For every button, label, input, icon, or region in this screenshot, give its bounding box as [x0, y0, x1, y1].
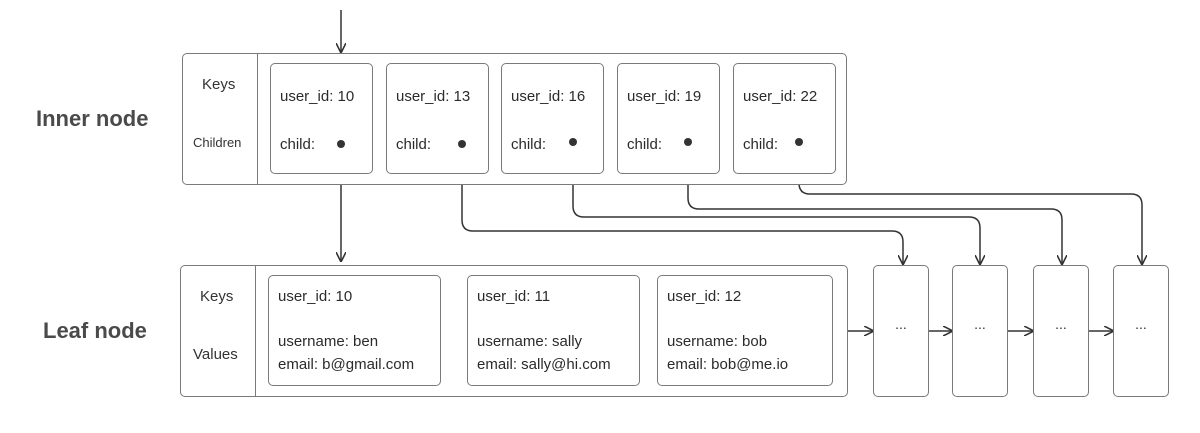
child-pointer-label: child: — [280, 136, 316, 153]
inner-key: user_id: 10 — [280, 88, 355, 105]
sibling-leaf: ... — [1113, 265, 1169, 397]
inner-key-cell: user_id: 13 child: — [386, 63, 489, 174]
leaf-record-key: user_id: 12 — [667, 288, 742, 305]
sibling-leaf-ellipsis: ... — [1055, 316, 1067, 332]
inner-node-divider — [257, 54, 258, 184]
inner-key: user_id: 13 — [396, 88, 471, 105]
inner-children-label: Children — [193, 135, 242, 150]
leaf-values-label: Values — [193, 346, 238, 363]
leaf-record-key: user_id: 11 — [477, 288, 551, 305]
sibling-leaf-ellipsis: ... — [895, 316, 907, 332]
leaf-record-username: username: sally — [477, 333, 583, 350]
inner-key-cell: user_id: 16 child: — [501, 63, 604, 174]
inner-key-cell: user_id: 19 child: — [617, 63, 720, 174]
leaf-record-username: username: ben — [278, 333, 379, 350]
inner-key-cell: user_id: 10 child: — [270, 63, 373, 174]
inner-key: user_id: 22 — [743, 88, 818, 105]
child-pointer-arrow — [798, 142, 1142, 264]
leaf-record-key: user_id: 10 — [278, 288, 353, 305]
leaf-node-title: Leaf node — [43, 318, 147, 343]
child-pointer-arrow — [461, 144, 903, 264]
sibling-leaf-ellipsis: ... — [1135, 316, 1147, 332]
leaf-record-email: email: bob@me.io — [667, 356, 789, 373]
inner-keys-label: Keys — [202, 76, 236, 93]
child-pointer-arrow — [572, 142, 980, 264]
inner-key: user_id: 16 — [511, 88, 586, 105]
child-pointer-label: child: — [743, 136, 779, 153]
leaf-record: user_id: 10 username: ben email: b@gmail… — [268, 275, 441, 386]
inner-key-cell: user_id: 22 child: — [733, 63, 836, 174]
sibling-leaf-ellipsis: ... — [974, 316, 986, 332]
leaf-node-divider — [255, 266, 256, 396]
inner-key: user_id: 19 — [627, 88, 702, 105]
sibling-leaf: ... — [1033, 265, 1089, 397]
child-pointer-label: child: — [396, 136, 432, 153]
leaf-record-email: email: b@gmail.com — [278, 356, 415, 373]
child-pointer-arrow — [687, 142, 1062, 264]
child-pointer-label: child: — [627, 136, 663, 153]
sibling-leaf: ... — [873, 265, 929, 397]
leaf-keys-label: Keys — [200, 288, 234, 305]
sibling-leaf: ... — [952, 265, 1008, 397]
leaf-record: user_id: 11 username: sally email: sally… — [467, 275, 640, 386]
child-pointer-label: child: — [511, 136, 547, 153]
leaf-record: user_id: 12 username: bob email: bob@me.… — [657, 275, 833, 386]
leaf-record-username: username: bob — [667, 333, 768, 350]
inner-node-title: Inner node — [36, 106, 149, 131]
leaf-record-email: email: sally@hi.com — [477, 356, 611, 373]
